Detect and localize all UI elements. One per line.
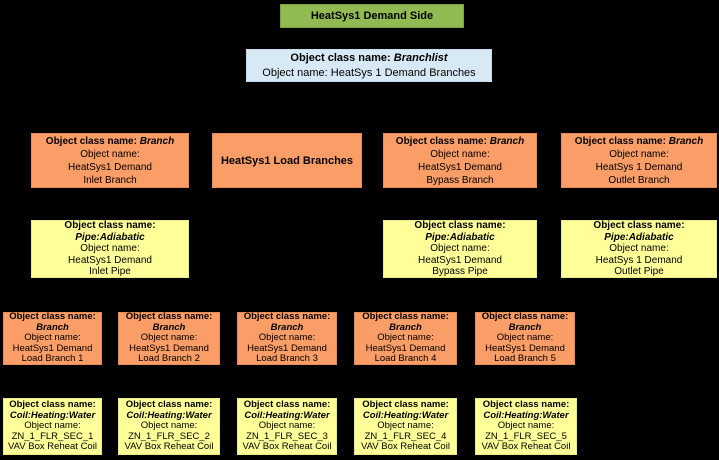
branchlist-name-line: Object name: HeatSys 1 Demand Branches [262, 66, 476, 79]
node-load-branch-1: Object class name: Branch Object name: H… [3, 311, 102, 365]
node-load-branch-5: Object class name: Branch Object name: H… [475, 311, 575, 365]
node-load-branches-label: HeatSys1 Load Branches [212, 133, 362, 188]
node-heatsys1-demand-side: HeatSys1 Demand Side [280, 4, 464, 28]
node-bypass-pipe: Object class name: Pipe:Adiabatic Object… [383, 220, 537, 278]
node-reheat-coil-4: Object class name: Coil:Heating:Water Ob… [354, 398, 457, 455]
node-title: HeatSys1 Demand Side [310, 10, 434, 22]
node-reheat-coil-1: Object class name: Coil:Heating:Water Ob… [3, 398, 102, 455]
branchlist-class-line: Object class name: Branchlist [290, 51, 448, 64]
node-outlet-branch: Object class name: Branch Object name: H… [561, 133, 717, 188]
node-outlet-pipe: Object class name: Pipe:Adiabatic Object… [561, 220, 717, 278]
node-bypass-branch: Object class name: Branch Object name: H… [383, 133, 537, 188]
node-branchlist: Object class name: Branchlist Object nam… [246, 49, 492, 82]
node-load-branch-4: Object class name: Branch Object name: H… [354, 311, 457, 365]
node-reheat-coil-3: Object class name: Coil:Heating:Water Ob… [237, 398, 337, 455]
node-load-branch-2: Object class name: Branch Object name: H… [118, 311, 220, 365]
node-inlet-branch: Object class name: Branch Object name: H… [31, 133, 189, 188]
node-reheat-coil-5: Object class name: Coil:Heating:Water Ob… [475, 398, 577, 455]
node-load-branch-3: Object class name: Branch Object name: H… [237, 311, 337, 365]
node-inlet-pipe: Object class name: Pipe:Adiabatic Object… [31, 220, 189, 278]
node-reheat-coil-2: Object class name: Coil:Heating:Water Ob… [118, 398, 220, 455]
